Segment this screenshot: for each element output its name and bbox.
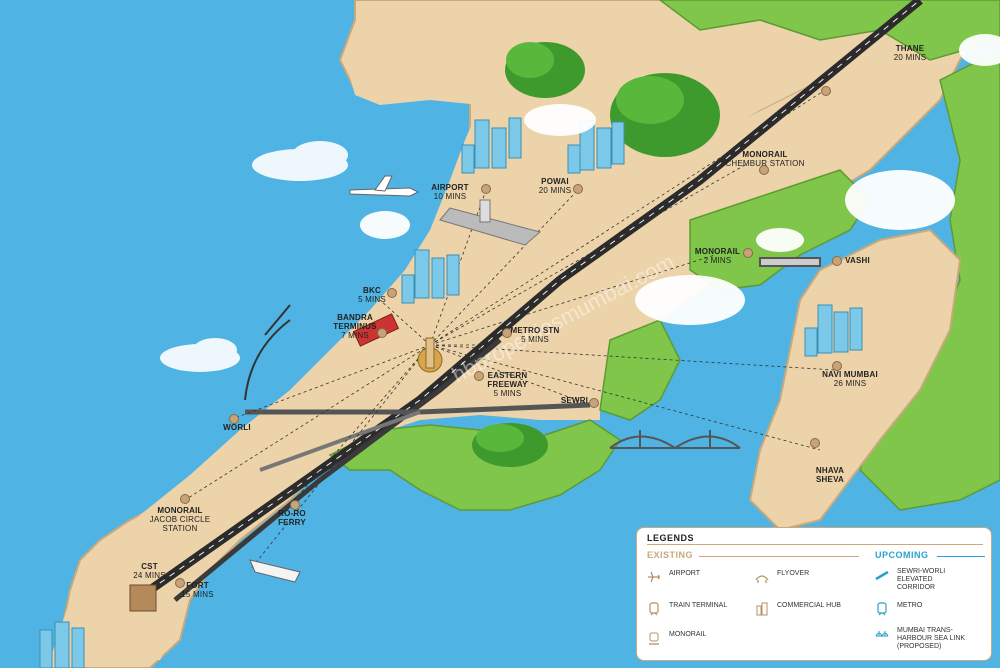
- flyover-icon: [755, 575, 769, 583]
- legend-existing-heading: EXISTING: [647, 550, 694, 560]
- metro-icon: [877, 602, 887, 616]
- airplane-icon: [648, 571, 660, 583]
- place-dot-jacob-circle: [180, 494, 190, 504]
- commercial-hub-icon: [756, 602, 768, 616]
- land-clouds: [360, 34, 1000, 325]
- legend-item-corridor: SEWRI-WORLI ELEVATED CORRIDOR: [875, 568, 945, 592]
- legend-item-commercial: COMMERCIAL HUB: [755, 602, 841, 616]
- legend-title: LEGENDS: [647, 533, 695, 543]
- airplane: [349, 175, 420, 197]
- place-label-vashi: VASHI: [845, 256, 870, 265]
- place-dot-worli: [229, 414, 239, 424]
- place-label-sewri: SEWRI: [560, 396, 589, 405]
- place-dot-navi-mumbai: [832, 361, 842, 371]
- legend-panel: LEGENDS EXISTING UPCOMING AIRPORT FLYOVE…: [636, 527, 992, 661]
- place-dot-chembur: [759, 165, 769, 175]
- place-dot-ro-ro: [290, 500, 300, 510]
- cst-building: [129, 584, 157, 612]
- ferris-landmark: [417, 337, 443, 373]
- legend-item-sea-link: MUMBAI TRANS- HARBOUR SEA LINK (PROPOSED…: [875, 627, 965, 651]
- train-icon: [649, 602, 659, 616]
- place-label-worli: WORLI: [223, 423, 251, 432]
- legend-upcoming-heading: UPCOMING: [875, 550, 929, 560]
- vashi-bridge: [759, 257, 821, 267]
- land-navi-mumbai: [748, 228, 962, 532]
- ferry-ship: [249, 559, 301, 583]
- legend-item-monorail: MONORAIL: [647, 631, 706, 645]
- legend-existing-line: [699, 556, 859, 557]
- trees: [472, 42, 720, 467]
- clouds: [160, 141, 348, 372]
- airport-terminal: [439, 199, 542, 246]
- place-dot-thane: [821, 86, 831, 96]
- sea-link-icon: [875, 631, 889, 638]
- place-dot-bandra: [377, 328, 387, 338]
- place-dot-eastern-freeway: [474, 371, 484, 381]
- place-dot-metro: [502, 328, 512, 338]
- sea-link-bridge: [609, 430, 741, 450]
- bandra-worli-sealink: [244, 304, 291, 401]
- land-city: [50, 5, 900, 660]
- place-dot-vashi: [832, 256, 842, 266]
- elevated-corridor-icon: [875, 570, 889, 581]
- green-land: [328, 0, 1000, 511]
- rail-line: [173, 338, 502, 602]
- legend-item-airport: AIRPORT: [647, 570, 700, 584]
- legend-upcoming-line: [937, 556, 985, 557]
- legend-divider: [647, 544, 983, 545]
- legend-item-train: TRAIN TERMINAL: [647, 602, 727, 616]
- flyover-eastern: [259, 410, 421, 472]
- place-dot-powai: [573, 184, 583, 194]
- place-dot-bkc: [387, 288, 397, 298]
- place-dot-monorail-2: [743, 248, 753, 258]
- place-label-ro-ro: RO-RO FERRY: [278, 509, 306, 527]
- legend-item-flyover: FLYOVER: [755, 570, 809, 584]
- commercial-buildings: [39, 117, 863, 668]
- monorail-icon: [649, 632, 659, 645]
- place-dot-airport: [481, 184, 491, 194]
- place-label-nhava-sheva: NHAVA SHEVA: [815, 466, 845, 484]
- connector-lines: [184, 89, 836, 571]
- place-dot-fort: [175, 578, 185, 588]
- legend-item-metro: METRO: [875, 602, 922, 616]
- place-dot-sewri: [589, 398, 599, 408]
- place-dot-nhava-sheva: [810, 438, 820, 448]
